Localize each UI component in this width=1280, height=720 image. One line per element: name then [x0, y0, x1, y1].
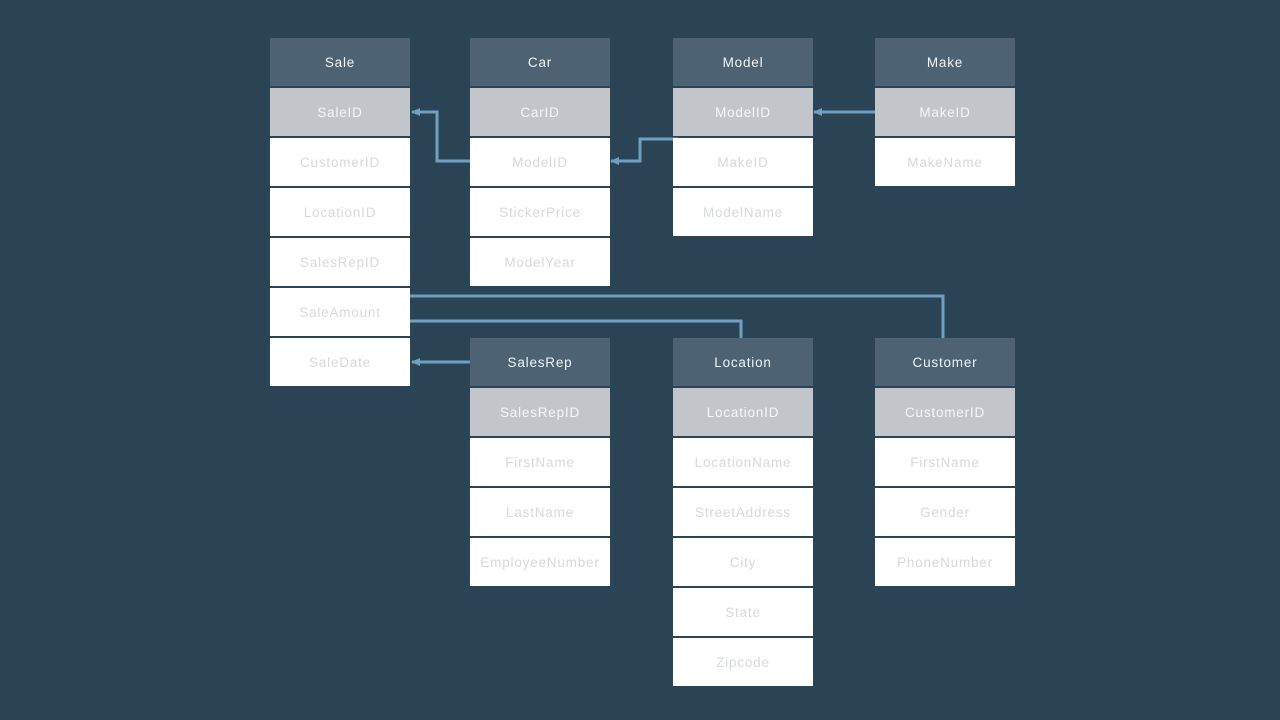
relationship-sale-location-line — [410, 319, 743, 344]
table-model-field-modelname: ModelName — [673, 188, 813, 236]
relationship-sale-car-line — [412, 110, 476, 163]
table-salesrep-field-employeenumber: EmployeeNumber — [470, 538, 610, 586]
table-car-field-modelid: ModelID — [470, 138, 610, 186]
table-make-title: Make — [875, 38, 1015, 86]
table-location-field-locationid-primary-key: LocationID — [673, 388, 813, 436]
table-customer-field-firstname: FirstName — [875, 438, 1015, 486]
table-model-field-makeid: MakeID — [673, 138, 813, 186]
table-salesrep-field-firstname: FirstName — [470, 438, 610, 486]
table-customer-field-customerid-primary-key: CustomerID — [875, 388, 1015, 436]
table-salesrep-title: SalesRep — [470, 338, 610, 386]
table-sale-field-saleid-primary-key: SaleID — [270, 88, 410, 136]
table-salesrep-field-lastname: LastName — [470, 488, 610, 536]
table-make-field-makeid-primary-key: MakeID — [875, 88, 1015, 136]
table-sale-field-saleamount: SaleAmount — [270, 288, 410, 336]
table-customer-field-phonenumber: PhoneNumber — [875, 538, 1015, 586]
relationship-sale-salesrep-arrowhead-icon — [411, 358, 420, 366]
table-location-field-streetaddress: StreetAddress — [673, 488, 813, 536]
relationship-model-car-line — [611, 137, 678, 163]
relationship-model-car-arrowhead-icon — [610, 157, 619, 165]
table-customer-title: Customer — [875, 338, 1015, 386]
relationship-sale-customer-line — [410, 294, 945, 344]
table-model-title: Model — [673, 38, 813, 86]
table-location-field-state: State — [673, 588, 813, 636]
table-location-field-zipcode: Zipcode — [673, 638, 813, 686]
table-sale-field-customerid: CustomerID — [270, 138, 410, 186]
table-sale-title: Sale — [270, 38, 410, 86]
table-location-field-locationname: LocationName — [673, 438, 813, 486]
table-car-field-carid-primary-key: CarID — [470, 88, 610, 136]
table-model-field-modelid-primary-key: ModelID — [673, 88, 813, 136]
table-car-field-stickerprice: StickerPrice — [470, 188, 610, 236]
table-sale-field-salesrepid: SalesRepID — [270, 238, 410, 286]
table-location-title: Location — [673, 338, 813, 386]
table-car-field-modelyear: ModelYear — [470, 238, 610, 286]
table-customer-field-gender: Gender — [875, 488, 1015, 536]
relationship-make-model-arrowhead-icon — [813, 108, 822, 116]
table-car-title: Car — [470, 38, 610, 86]
relationship-sale-car-arrowhead-icon — [411, 108, 420, 116]
table-make-field-makename: MakeName — [875, 138, 1015, 186]
table-sale-field-saledate: SaleDate — [270, 338, 410, 386]
table-salesrep-field-salesrepid-primary-key: SalesRepID — [470, 388, 610, 436]
table-sale-field-locationid: LocationID — [270, 188, 410, 236]
table-location-field-city: City — [673, 538, 813, 586]
